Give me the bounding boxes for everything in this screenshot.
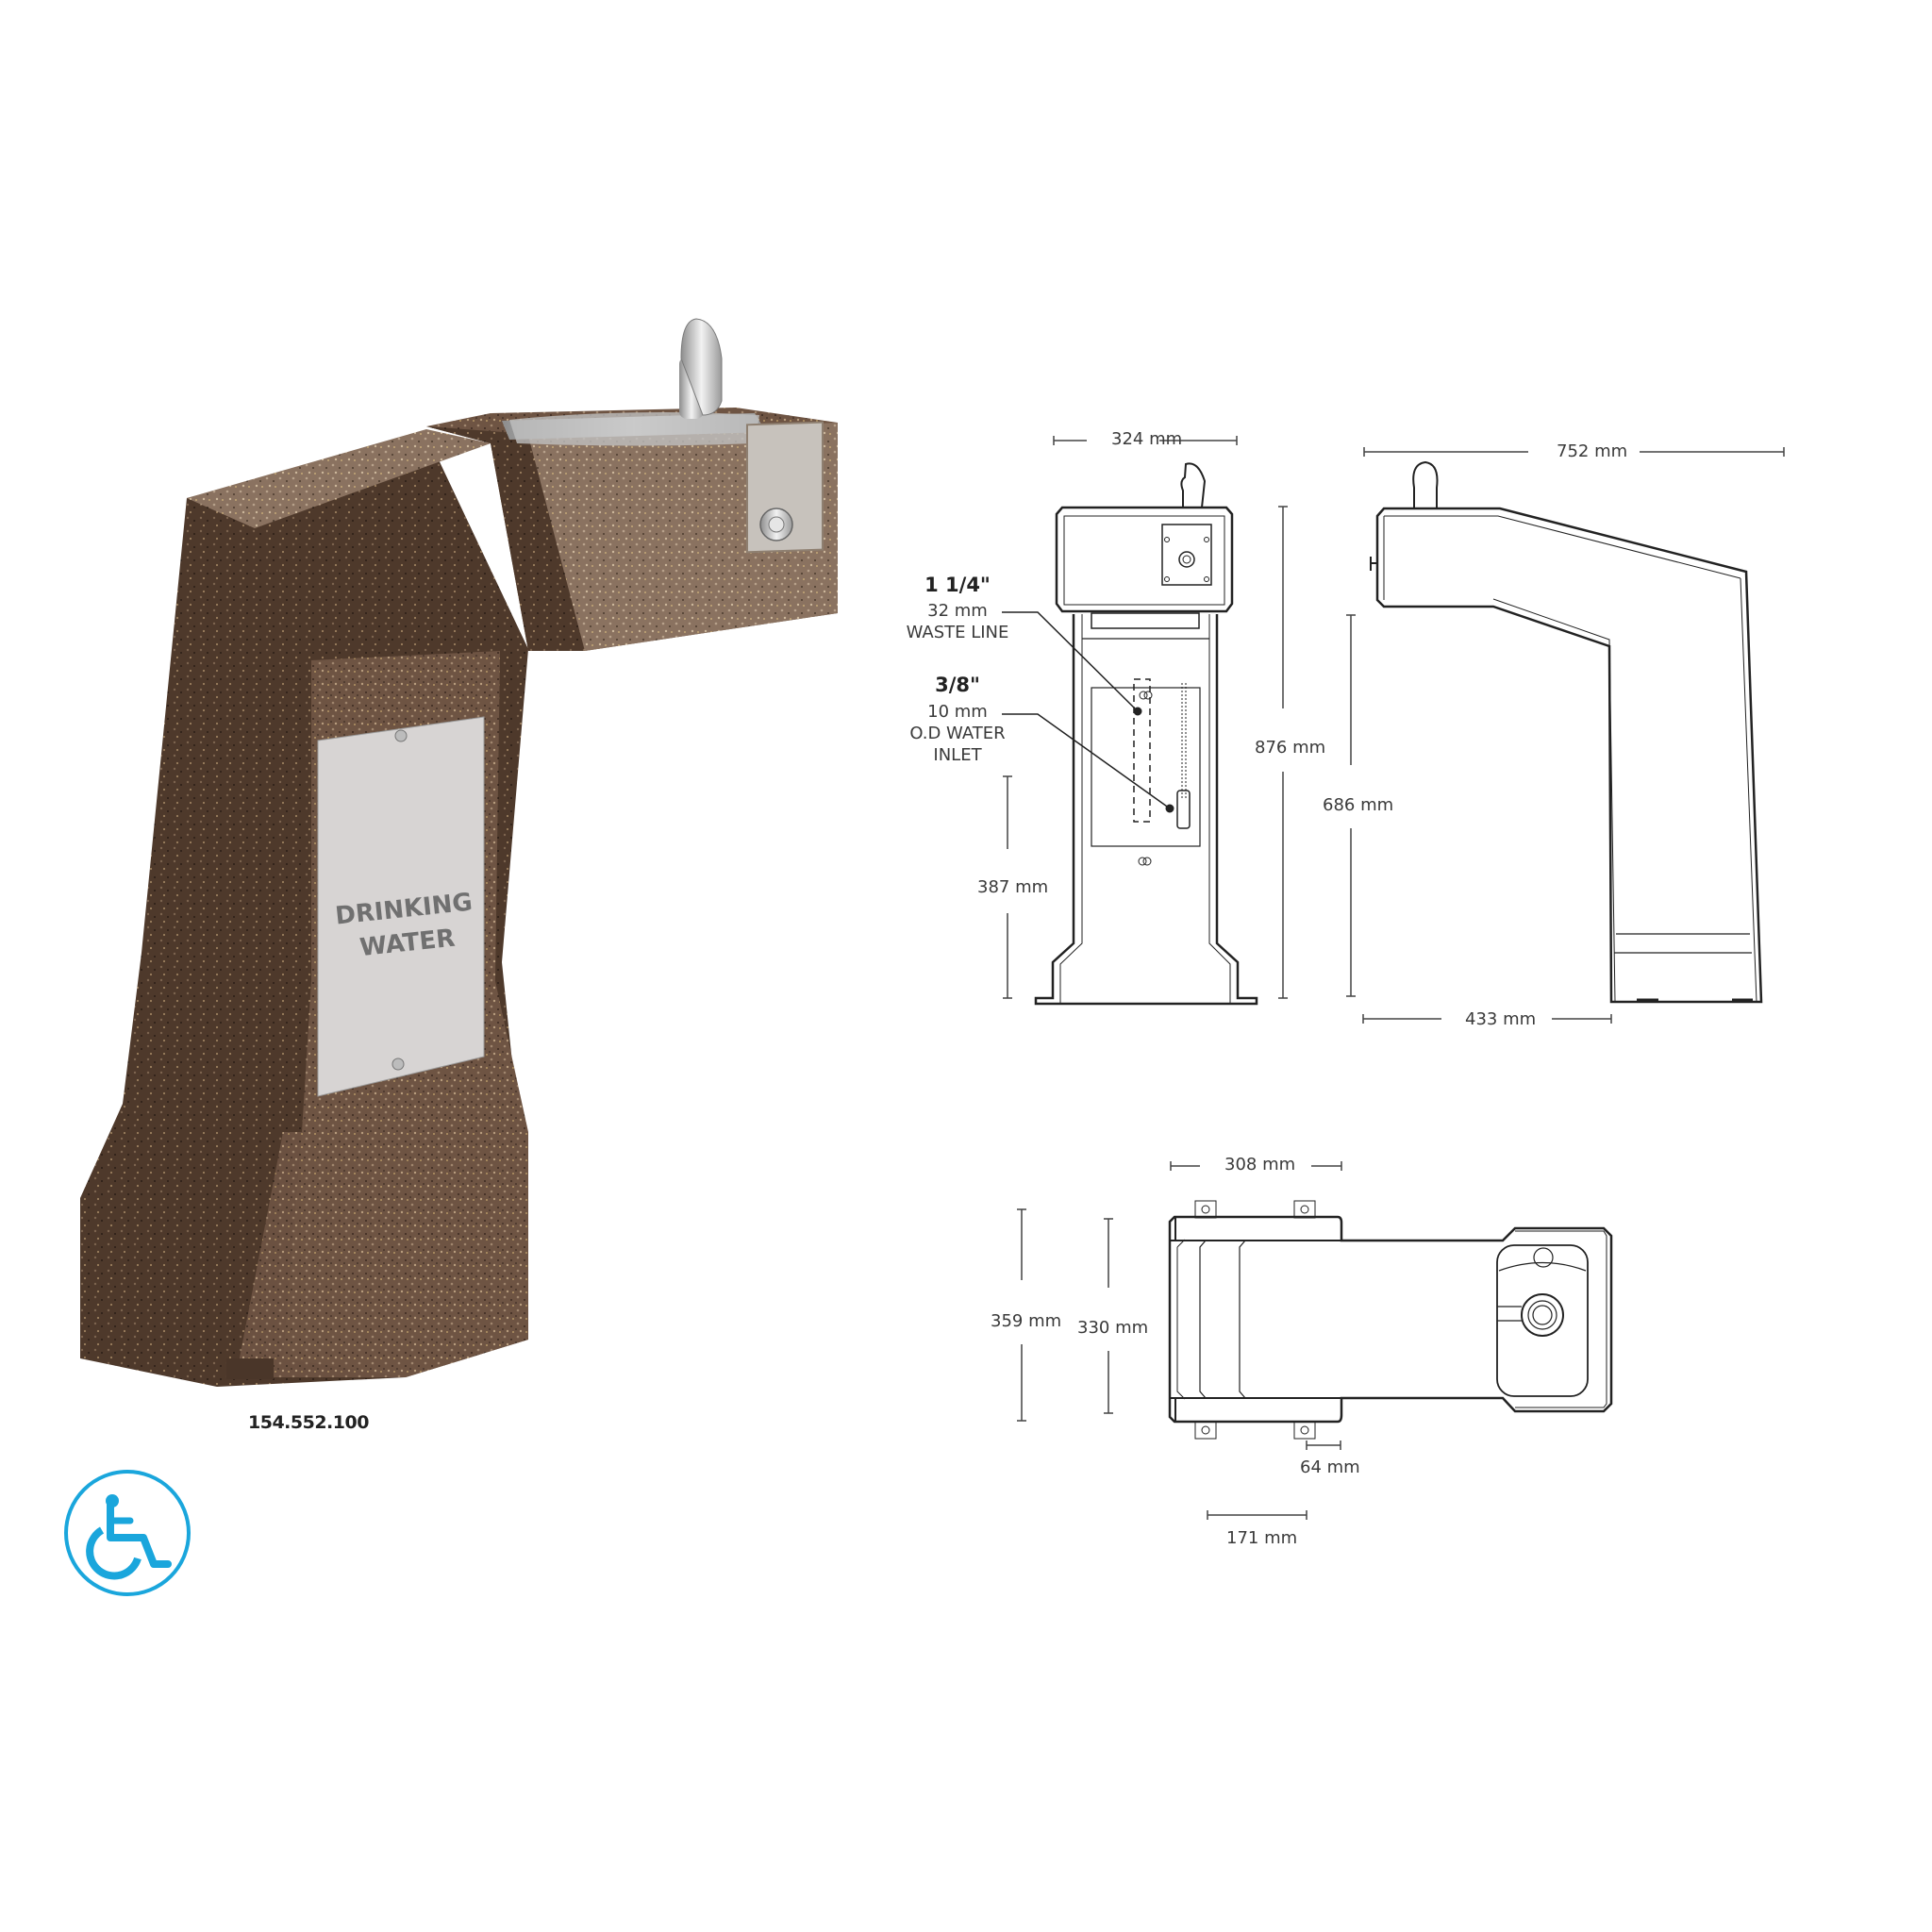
top-inner-width-label: 330 mm (1077, 1318, 1149, 1338)
water-inlet-size-inch: 3/8" (935, 674, 980, 696)
drinking-water-sign (317, 716, 485, 1097)
bubbler-spout-icon (679, 318, 723, 419)
waste-line-size-mm: 32 mm (927, 601, 988, 621)
top-tab-spacing-label: 64 mm (1300, 1457, 1360, 1477)
base-foot (226, 1358, 274, 1379)
front-total-height-label: 876 mm (1255, 738, 1326, 758)
side-depth-label: 752 mm (1557, 441, 1628, 461)
top-base-width-label: 308 mm (1224, 1155, 1296, 1174)
side-base-depth-label: 433 mm (1465, 1009, 1537, 1029)
water-inlet-callout: 10 mm O.D WATER INLET (896, 701, 1019, 766)
waste-line-size-inch: 1 1/4" (924, 574, 991, 596)
model-number: 154.552.100 (248, 1412, 369, 1433)
front-inlet-height-label: 387 mm (977, 877, 1049, 897)
top-offset-label: 171 mm (1226, 1528, 1298, 1548)
front-width-label: 324 mm (1111, 429, 1183, 449)
waste-line-callout: 32 mm WASTE LINE (896, 600, 1019, 643)
water-inlet-size-mm: 10 mm (927, 702, 988, 722)
fountain-bowl-housing (426, 318, 838, 651)
water-inlet-label-1: O.D WATER (909, 724, 1006, 743)
side-clearance-height-label: 686 mm (1323, 795, 1394, 815)
waste-line-label: WASTE LINE (906, 623, 1009, 642)
top-outer-width-label: 359 mm (991, 1311, 1062, 1331)
water-inlet-label-2: INLET (933, 745, 982, 765)
